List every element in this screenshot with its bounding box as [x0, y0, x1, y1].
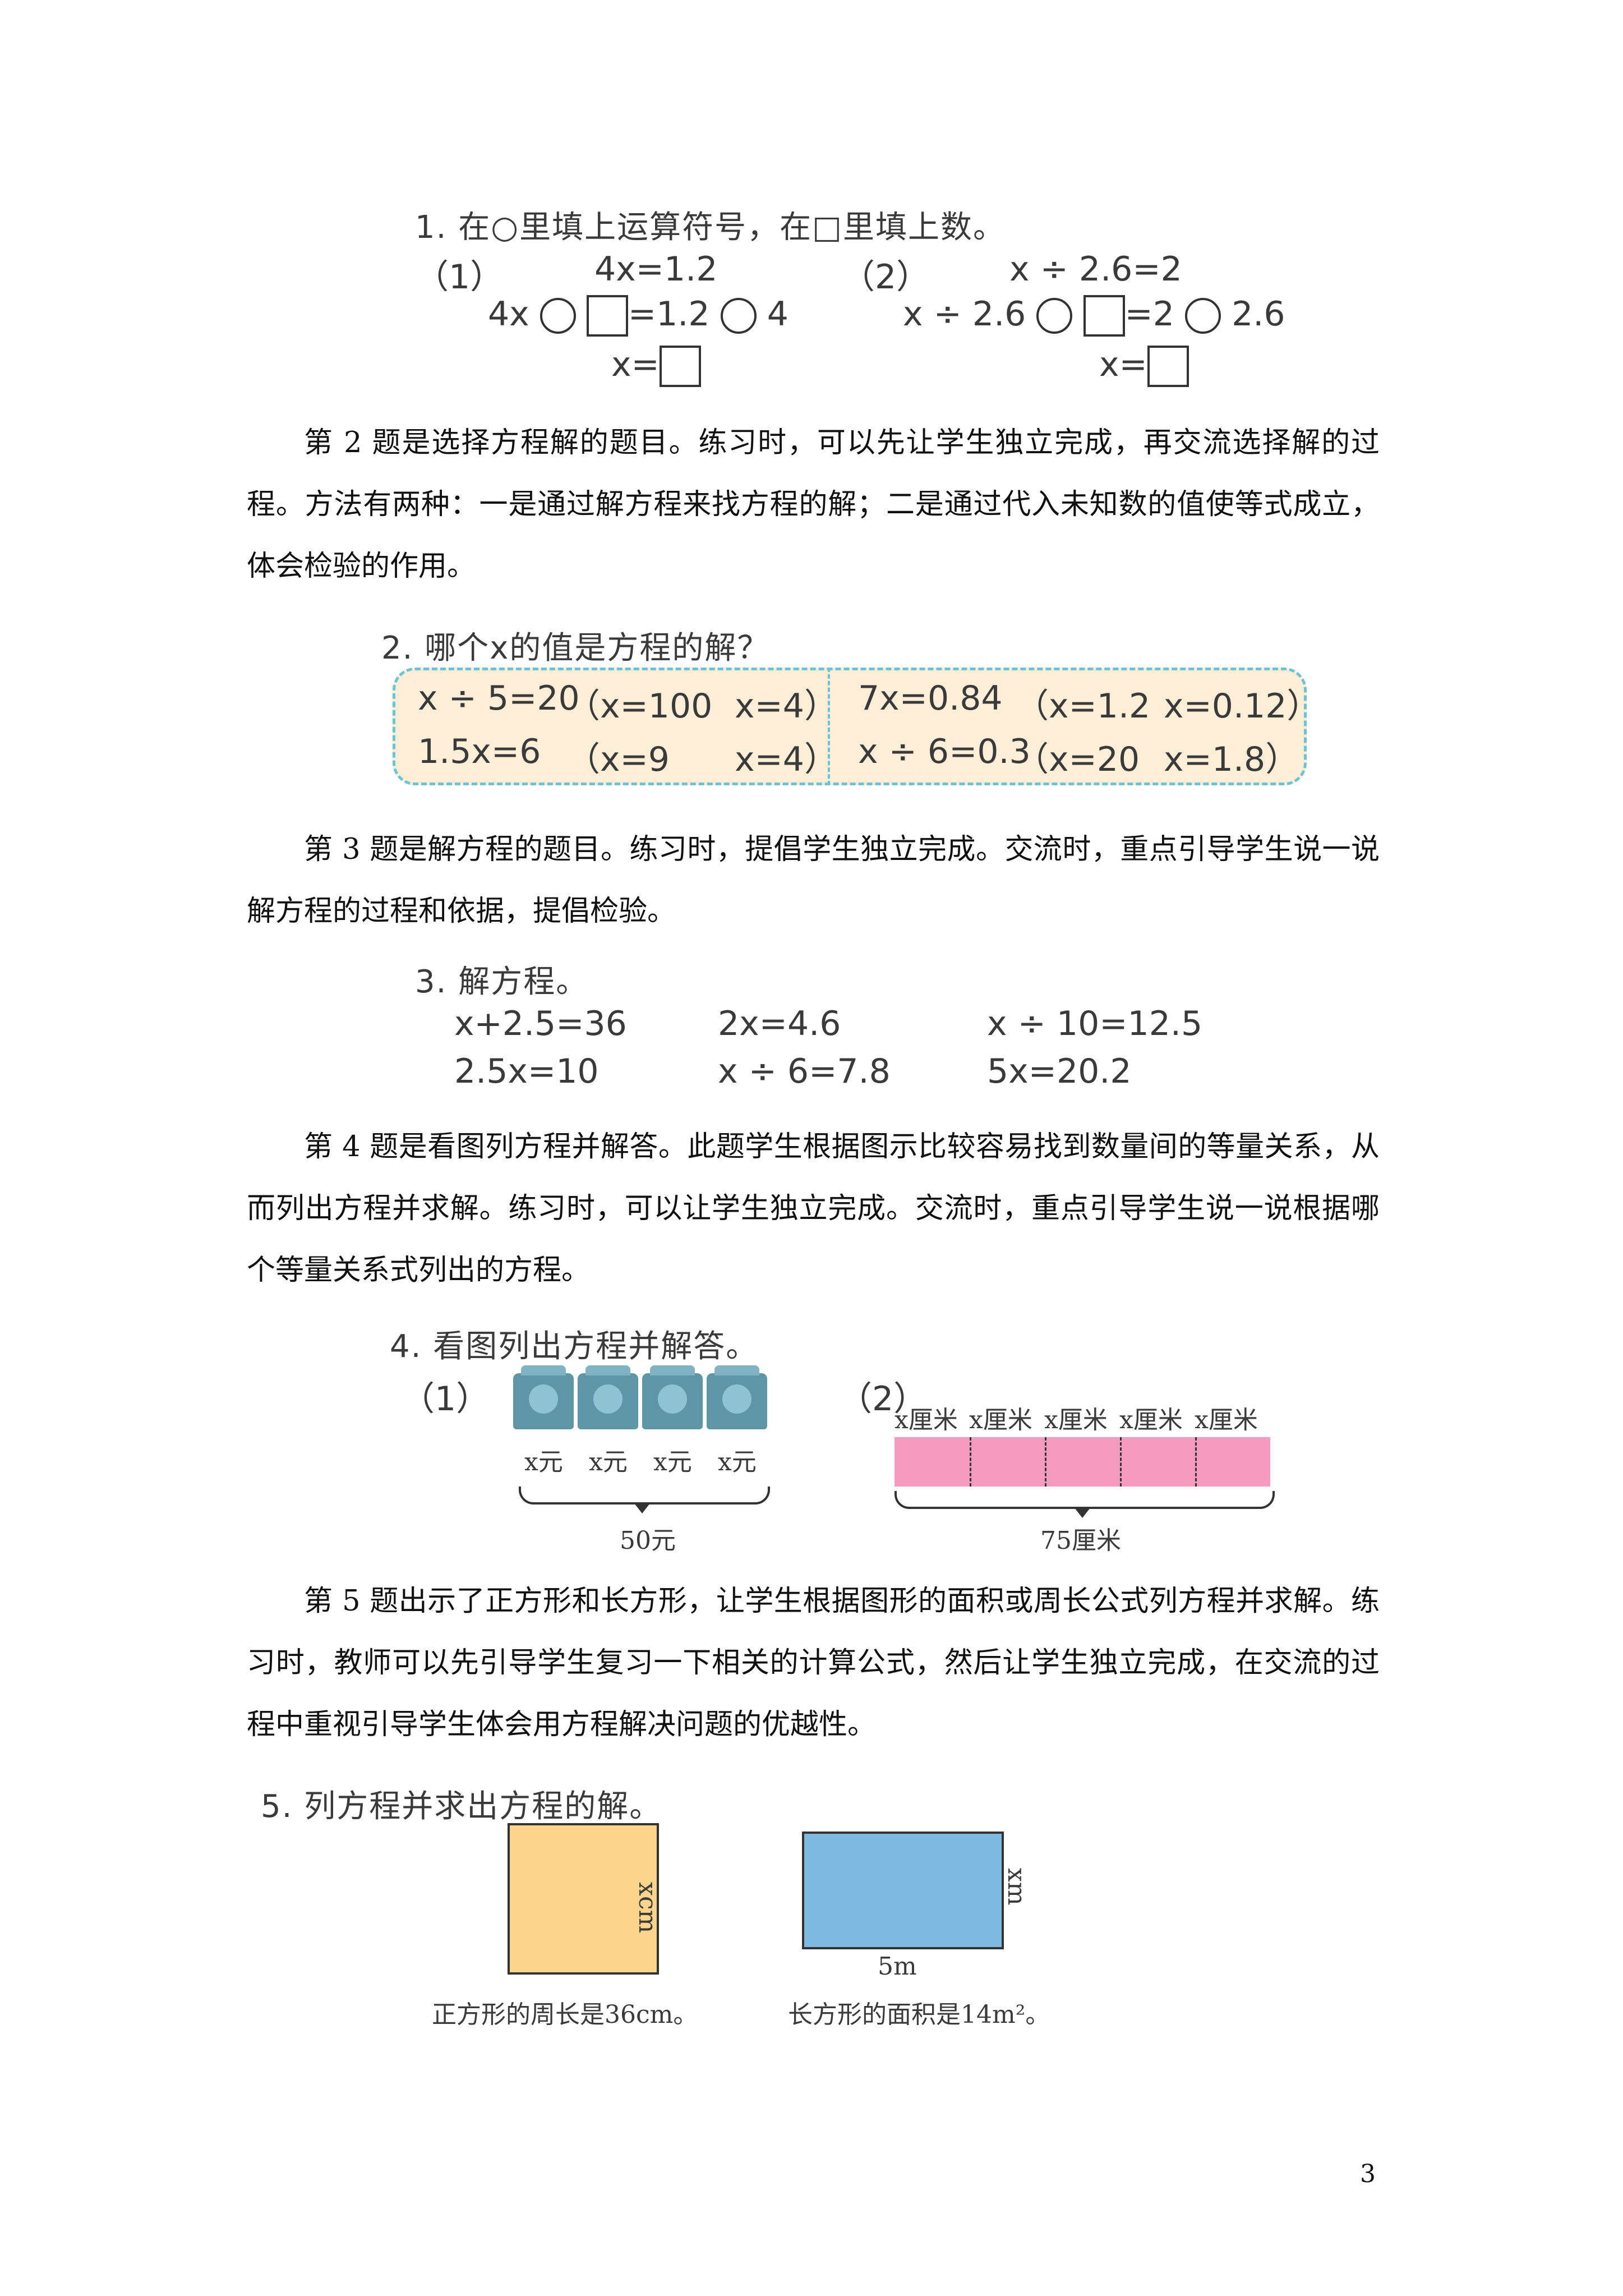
paragraph-exercise-4: 第 4 题是看图列方程并解答。此题学生根据图示比较容易找到数量间的等量关系，从而… [247, 1130, 1380, 1287]
ex2-row2-right-opt-a[interactable]: （x=20 [1015, 740, 1140, 779]
money-bag-icon [513, 1365, 574, 1429]
money-bag-icon [707, 1365, 767, 1429]
ex1-part2-step-right: 2.6 [1232, 295, 1285, 334]
bag-label: x元 [589, 1448, 628, 1476]
ex1-part2-label: （2） [841, 257, 930, 297]
ex1-part1-equation: 4x=1.2 [594, 250, 718, 289]
paragraph-exercise-3: 第 3 题是解方程的题目。练习时，提倡学生独立完成。交流时，重点引导学生说一说解… [247, 833, 1380, 928]
exercise-1-title: 1. 在○里填上运算符号，在□里填上数。 [415, 209, 1006, 246]
ex1-part2-x-label: x= [1099, 345, 1147, 384]
segment-label: x厘米 [895, 1406, 958, 1434]
ex2-row1-right-eq: 7x=0.84 [858, 679, 1003, 718]
operator-circle[interactable] [720, 298, 757, 334]
ex2-row2-left-opt-a[interactable]: （x=9 [566, 740, 670, 779]
ex2-row2-right-opt-b[interactable]: x=1.8） [1164, 740, 1299, 779]
ex1-part1-label: （1） [415, 257, 504, 297]
ex4-part1-brace [519, 1487, 770, 1504]
number-box[interactable] [1083, 295, 1125, 337]
bag-label: x元 [653, 1448, 692, 1476]
ex2-row1-left-opt-b[interactable]: x=4） [735, 687, 838, 726]
ex4-part2-brace-tip [1075, 1508, 1090, 1518]
ex1-part2-step-mid: =2 [1124, 295, 1174, 334]
ex4-part1-label: （1） [401, 1379, 490, 1419]
ex2-divider [828, 668, 830, 785]
paragraph-exercise-2: 第 2 题是选择方程解的题目。练习时，可以先让学生独立完成，再交流选择解的过程。… [247, 426, 1380, 583]
ex1-part2-step-left: x ÷ 2.6 [903, 295, 1026, 334]
ex1-part2-step: x ÷ 2.6 =2 2.6 [903, 295, 1285, 337]
operator-circle[interactable] [1185, 298, 1221, 334]
segment-label: x厘米 [969, 1406, 1032, 1434]
number-box[interactable] [586, 295, 628, 337]
ex4-part2-total: 75厘米 [1040, 1526, 1121, 1555]
ex4-pink-strip [895, 1437, 1270, 1487]
exercise-2-title: 2. 哪个x的值是方程的解？ [381, 630, 770, 666]
ex2-row1-right-opt-b[interactable]: x=0.12） [1164, 687, 1321, 726]
ex1-part1-step-mid: =1.2 [628, 295, 710, 334]
segment-label: x厘米 [1119, 1406, 1183, 1434]
ex3-eq-3: x ÷ 10=12.5 [987, 1004, 1203, 1043]
ex1-part1-step-right: 4 [767, 295, 789, 334]
strip-divider [1045, 1437, 1046, 1487]
exercise-3-title: 3. 解方程。 [415, 964, 589, 1000]
ex2-row1-right-opt-a[interactable]: （x=1.2 [1015, 687, 1151, 726]
ex2-row1-left-eq: x ÷ 5=20 [418, 679, 580, 718]
money-bag-icon [642, 1365, 703, 1429]
strip-divider [1195, 1437, 1197, 1487]
ex3-eq-5: x ÷ 6=7.8 [718, 1052, 891, 1091]
ex3-eq-1: x+2.5=36 [454, 1004, 627, 1043]
rectangle-side-label: xm [1002, 1868, 1031, 1906]
operator-circle[interactable] [540, 298, 576, 334]
strip-divider [1120, 1437, 1122, 1487]
ex1-part1-x-label: x= [611, 345, 660, 384]
square-side-label: xcm [633, 1882, 662, 1934]
bag-label: x元 [718, 1448, 757, 1476]
ex4-part1-total: 50元 [620, 1526, 676, 1555]
bag-label: x元 [524, 1448, 563, 1476]
strip-divider [970, 1437, 971, 1487]
ex4-part2-brace [895, 1491, 1275, 1509]
ex2-row2-left-opt-b[interactable]: x=4） [735, 740, 838, 779]
exercise-5-title: 5. 列方程并求出方程的解。 [261, 1788, 662, 1825]
ex4-part1-brace-tip [634, 1503, 650, 1513]
ex3-eq-4: 2.5x=10 [454, 1052, 599, 1091]
ex3-eq-6: 5x=20.2 [987, 1052, 1132, 1091]
answer-box[interactable] [659, 346, 701, 388]
answer-box[interactable] [1147, 346, 1189, 388]
ex1-part2-equation: x ÷ 2.6=2 [1009, 250, 1182, 289]
ex1-part2-answer: x= [1099, 345, 1189, 388]
ex4-part2-label: （2） [838, 1379, 928, 1419]
square-caption: 正方形的周长是36cm。 [432, 2000, 698, 2029]
segment-label: x厘米 [1195, 1406, 1258, 1434]
ex2-row1-left-opt-a[interactable]: （x=100 [566, 687, 713, 726]
ex2-options-box [393, 668, 1307, 785]
page-number: 3 [1360, 2160, 1376, 2188]
ex1-part1-step-left: 4x [488, 295, 529, 334]
rectangle-caption: 长方形的面积是14m²。 [788, 2000, 1050, 2029]
rectangle-shape [802, 1832, 1004, 1949]
operator-circle[interactable] [1036, 298, 1073, 334]
ex1-part1-step: 4x =1.2 4 [488, 295, 789, 337]
square-shape [508, 1823, 659, 1975]
ex2-row2-left-eq: 1.5x=6 [418, 732, 541, 771]
ex3-eq-2: 2x=4.6 [718, 1004, 841, 1043]
ex1-part1-answer: x= [611, 345, 701, 388]
money-bag-icon [578, 1365, 638, 1429]
segment-label: x厘米 [1044, 1406, 1108, 1434]
ex2-row2-right-eq: x ÷ 6=0.3 [858, 732, 1031, 771]
exercise-4-title: 4. 看图列出方程并解答。 [390, 1328, 759, 1365]
paragraph-exercise-5: 第 5 题出示了正方形和长方形，让学生根据图形的面积或周长公式列方程并求解。练习… [247, 1585, 1380, 1741]
rectangle-bottom-label: 5m [878, 1952, 917, 1981]
